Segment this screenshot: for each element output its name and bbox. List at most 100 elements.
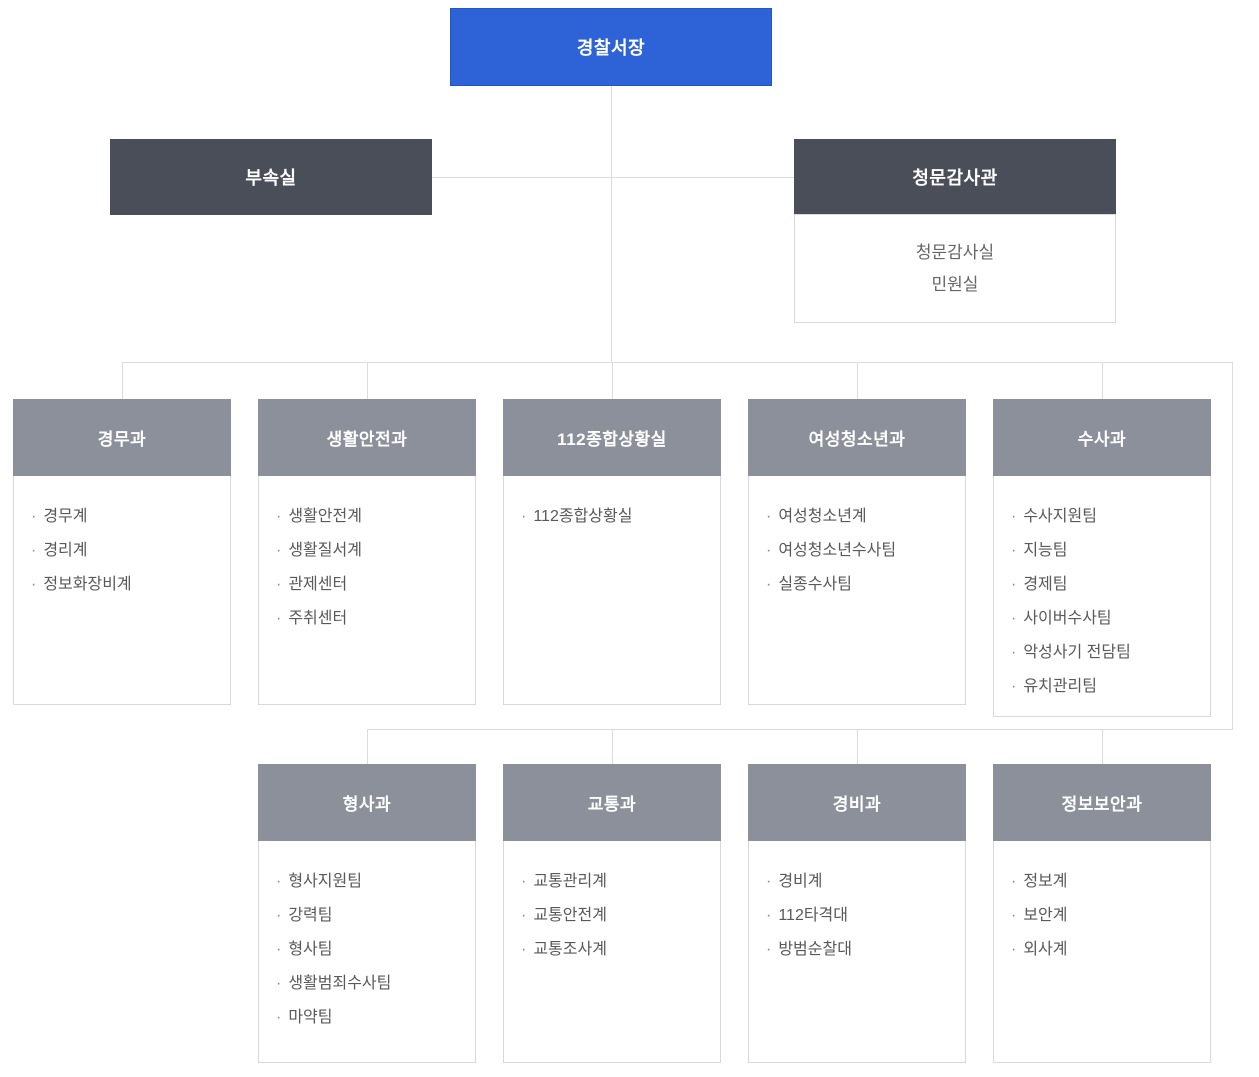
- bullet-dot: ·: [31, 542, 37, 559]
- list-item: · 정보화장비계: [31, 568, 224, 602]
- list-item-label: 형사팀: [288, 941, 333, 958]
- annex-box: 부속실: [110, 139, 432, 215]
- dept-title: 112종합상황실: [557, 430, 667, 449]
- dept-header: 경무과: [13, 399, 231, 476]
- bullet-dot: ·: [31, 576, 37, 593]
- bullet-dot: ·: [276, 941, 282, 958]
- audit-label: 청문감사관: [912, 167, 998, 188]
- list-item-label: 112타격대: [778, 907, 848, 924]
- list-item: ·방범순찰대: [766, 933, 959, 967]
- dept-item-list: ·수사지원팀·지능팀·경제팀·사이버수사팀 · 악성사기 전담팀 ·유치관리팀: [1011, 500, 1204, 704]
- dept-body: ·교통관리계·교통안전계·교통조사계: [503, 841, 721, 1063]
- dept-header: 경비과: [748, 764, 966, 841]
- list-item-label: 주취센터: [288, 610, 348, 627]
- chief-label: 경찰서장: [576, 38, 646, 58]
- list-item-label: 관제센터: [288, 576, 348, 593]
- chief-box: 경찰서장: [450, 8, 772, 86]
- bullet-dot: ·: [276, 508, 282, 525]
- dept-header: 수사과: [993, 399, 1211, 476]
- list-item: · 112종합상황실: [521, 500, 714, 534]
- dept-item-list: · 경비계 · 112타격대 ·방범순찰대: [766, 865, 959, 967]
- list-item: · 생활범죄수사팀: [276, 967, 469, 1001]
- list-item-label: 강력팀: [288, 907, 333, 924]
- list-item: 민원실: [916, 269, 994, 301]
- bullet-dot: ·: [1011, 644, 1017, 661]
- connector-line: [612, 362, 613, 400]
- bullet-dot: ·: [766, 508, 772, 525]
- bullet-dot: ·: [521, 508, 527, 525]
- bullet-dot: ·: [276, 1009, 282, 1026]
- dept-item-list: ·정보계·보안계·외사계: [1011, 865, 1204, 967]
- list-item: · 112타격대: [766, 899, 959, 933]
- dept-item-list: ·생활안전계·생활질서계·관제센터·주취센터: [276, 500, 469, 636]
- list-item: ·유치관리팀: [1011, 670, 1204, 704]
- dept-header: 형사과: [258, 764, 476, 841]
- list-item-label: 경비계: [778, 873, 823, 890]
- list-item-label: 경리계: [43, 542, 88, 559]
- list-item-label: 112종합상황실: [533, 508, 633, 525]
- dept-body: ·정보계·보안계·외사계: [993, 841, 1211, 1063]
- list-item: ·생활안전계: [276, 500, 469, 534]
- list-item-label: 정보화장비계: [43, 576, 132, 593]
- connector-line: [367, 729, 1233, 730]
- list-item-label: 악성사기 전담팀: [1023, 644, 1131, 661]
- list-item: ·경제팀: [1011, 568, 1204, 602]
- list-item-label: 교통안전계: [533, 907, 607, 924]
- connector-line: [611, 86, 612, 362]
- list-item: ·여성청소년계: [766, 500, 959, 534]
- dept-column-hyeongsa: 형사과 ·형사지원팀·강력팀·형사팀·생활범죄수사팀·마약팀: [258, 764, 476, 1063]
- dept-item-list: ·교통관리계·교통안전계·교통조사계: [521, 865, 714, 967]
- list-item-label: 생활범죄수사팀: [288, 975, 392, 992]
- list-item: · 악성사기 전담팀: [1011, 636, 1204, 670]
- list-item: ·보안계: [1011, 899, 1204, 933]
- list-item: ·교통조사계: [521, 933, 714, 967]
- bullet-dot: ·: [1011, 678, 1017, 695]
- dept-title: 형사과: [342, 795, 392, 814]
- list-item: · 주취센터: [276, 602, 469, 636]
- dept-column-112-situation-room: 112종합상황실 · 112종합상황실: [503, 399, 721, 705]
- dept-body: ·형사지원팀·강력팀·형사팀·생활범죄수사팀·마약팀: [258, 841, 476, 1063]
- list-item-label: 정보계: [1023, 873, 1068, 890]
- connector-line: [122, 362, 1233, 363]
- connector-line: [122, 362, 123, 400]
- bullet-dot: ·: [766, 873, 772, 890]
- dept-title: 정보보안과: [1061, 795, 1143, 814]
- bullet-dot: ·: [766, 542, 772, 559]
- bullet-dot: ·: [1011, 907, 1017, 924]
- dept-body: ·생활안전계·생활질서계·관제센터·주취센터: [258, 476, 476, 705]
- dept-body: ·경무계·경리계·정보화장비계: [13, 476, 231, 705]
- bullet-dot: ·: [276, 975, 282, 992]
- dept-title: 수사과: [1077, 430, 1127, 449]
- dept-column-susa: 수사과 ·수사지원팀·지능팀·경제팀·사이버수사팀 · 악성사기 전담팀 ·유치관리팀: [993, 399, 1211, 717]
- bullet-dot: ·: [1011, 941, 1017, 958]
- dept-column-gyeongmu: 경무과 ·경무계·경리계·정보화장비계: [13, 399, 231, 705]
- dept-column-women-youth: 여성청소년과 ·여성청소년계·여성청소년수사팀·실종수사팀: [748, 399, 966, 705]
- bullet-dot: ·: [31, 508, 37, 525]
- dept-header: 교통과: [503, 764, 721, 841]
- list-item: ·수사지원팀: [1011, 500, 1204, 534]
- list-item: ·강력팀: [276, 899, 469, 933]
- list-item-label: 교통조사계: [533, 941, 607, 958]
- bullet-dot: ·: [521, 873, 527, 890]
- list-item: ·교통안전계: [521, 899, 714, 933]
- list-item-label: 형사지원팀: [288, 873, 362, 890]
- dept-column-saenghwal-anjeon: 생활안전과 ·생활안전계·생활질서계·관제센터·주취센터: [258, 399, 476, 705]
- list-item: ·형사지원팀: [276, 865, 469, 899]
- list-item-label: 외사계: [1023, 941, 1068, 958]
- dept-body: · 112종합상황실: [503, 476, 721, 705]
- bullet-dot: ·: [766, 907, 772, 924]
- audit-header-box: 청문감사관: [794, 139, 1116, 214]
- list-item-label: 실종수사팀: [778, 576, 852, 593]
- dept-title: 경비과: [832, 795, 882, 814]
- dept-column-gyotong: 교통과 ·교통관리계·교통안전계·교통조사계: [503, 764, 721, 1063]
- connector-line: [367, 362, 368, 400]
- list-item-label: 청문감사실: [915, 242, 995, 262]
- list-item: ·지능팀: [1011, 534, 1204, 568]
- bullet-dot: ·: [766, 941, 772, 958]
- list-item-label: 여성청소년수사팀: [778, 542, 897, 559]
- list-item: ·실종수사팀: [766, 568, 959, 602]
- list-item: ·사이버수사팀: [1011, 602, 1204, 636]
- bullet-dot: ·: [276, 610, 282, 627]
- connector-line: [857, 729, 858, 765]
